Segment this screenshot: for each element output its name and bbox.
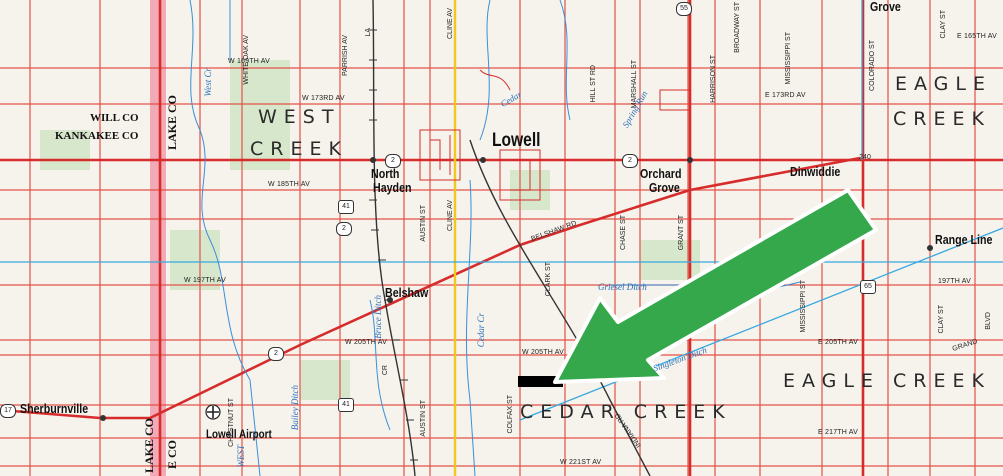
road-hill: HILL ST RD [590,65,597,103]
town-sherburnville: Sherburnville [20,401,89,416]
township-eagle-bottom: CREEK [893,108,991,130]
road-w185: W 185TH AV [268,181,310,188]
road-clay-low: CLAY ST [938,305,945,334]
road-w173: W 173RD AV [302,95,345,102]
railroad-ticks [369,29,418,461]
road-cline-mid: CLINE AV [447,200,454,231]
road-clay-top: CLAY ST [940,10,947,39]
airport-icon [205,404,221,420]
water-cedar-cr: Cedar Cr [476,313,486,348]
road-e197: 197TH AV [938,278,971,285]
road-w197: W 197TH AV [184,277,226,284]
county-kankakee-bottom: E CO [165,440,179,470]
subject-parcel [518,376,563,387]
town-north: North [371,166,400,181]
town-grove-top: Grove [870,0,901,14]
town-dinwiddie: Dinwiddie [790,164,841,179]
road-chestnut: CHESTNUT ST [228,398,235,447]
township-west-top: WEST [258,106,341,128]
road-w205b: W 205TH AV [522,349,564,356]
road-w205a: W 205TH AV [345,339,387,346]
route-shield-icon: 55 [676,2,692,16]
township-cedar: CEDAR CREEK [520,401,732,423]
town-lowell-airport: Lowell Airport [206,427,272,441]
route-shield-icon: 65 [860,280,876,294]
township-west-bottom: CREEK [250,138,348,160]
road-chase: CHASE ST [620,215,627,251]
route-shield-icon: 2 [622,154,638,168]
county-kankakee: KANKAKEE CO [55,130,139,142]
road-mississippi-top: MISSISSIPPI ST [785,32,792,85]
route-shield-icon: 2 [336,222,352,236]
lowell-streets [419,69,691,201]
road-w221: W 221ST AV [560,459,602,466]
road-e173: E 173RD AV [765,92,806,99]
route-shield-icon: 2 [268,347,284,361]
road-harrison: HARRISON ST [710,55,717,103]
intersection-dots [100,157,933,421]
road-parrish: PARRISH AV [342,35,349,76]
road-broadway: BROADWAY ST [734,2,741,53]
route-shield-icon: 17 [0,404,16,418]
county-line-band [150,0,166,476]
road-w169: W 169TH AV [228,58,270,65]
town-hayden: Hayden [373,180,412,195]
town-orchard: Orchard [640,166,682,181]
road-cr: CR [382,365,389,376]
water-bailey-ditch: Bailey Ditch [290,385,300,431]
road-west: WEST [236,445,246,468]
road-austin-mid: AUSTIN ST [420,205,427,242]
town-grove: Grove [649,180,680,195]
county-lake-top: LAKE CO [165,95,179,151]
town-belshaw: Belshaw [385,285,429,300]
town-lowell: Lowell [492,130,541,151]
road-la: LA [365,28,372,37]
road-e205: E 205TH AV [818,339,859,346]
route-shield-icon: 41 [338,200,354,214]
road-austin-low: AUSTIN ST [420,400,427,437]
road-white-oak: WHITE OAK AV [243,35,250,85]
road-mississippi-low: MISSISSIPPI ST [800,280,807,333]
road-grant: GRANT ST [678,215,685,251]
road-cline-top: CLINE AV [447,8,454,39]
arrow-pointer-icon [553,188,878,384]
water-west-cr: West Cr [203,68,213,97]
blue-lines [0,0,1003,421]
road-colfax: COLFAX ST [507,395,514,434]
water-griesel: Griesel Ditch [598,282,647,292]
route-shield-icon: 41 [338,398,354,412]
road-colorado: COLORADO ST [869,40,876,91]
township-eagle-south: EAGLE CREEK [783,370,991,392]
road-blvd: BLVD [985,312,992,330]
road-clark: CLARK ST [545,262,552,297]
county-will: WILL CO [90,112,139,124]
water-bruce-ditch: Bruce Ditch [373,295,383,339]
township-eagle-top: EAGLE [895,73,992,95]
route-shield-icon: 2 [385,154,401,168]
route-shield-icon: 240 [859,154,871,161]
county-lake-bottom: LAKE CO [142,418,156,474]
road-e217: E 217TH AV [818,429,859,436]
road-e165: E 165TH AV [957,33,998,40]
town-range-line: Range Line [935,232,993,247]
